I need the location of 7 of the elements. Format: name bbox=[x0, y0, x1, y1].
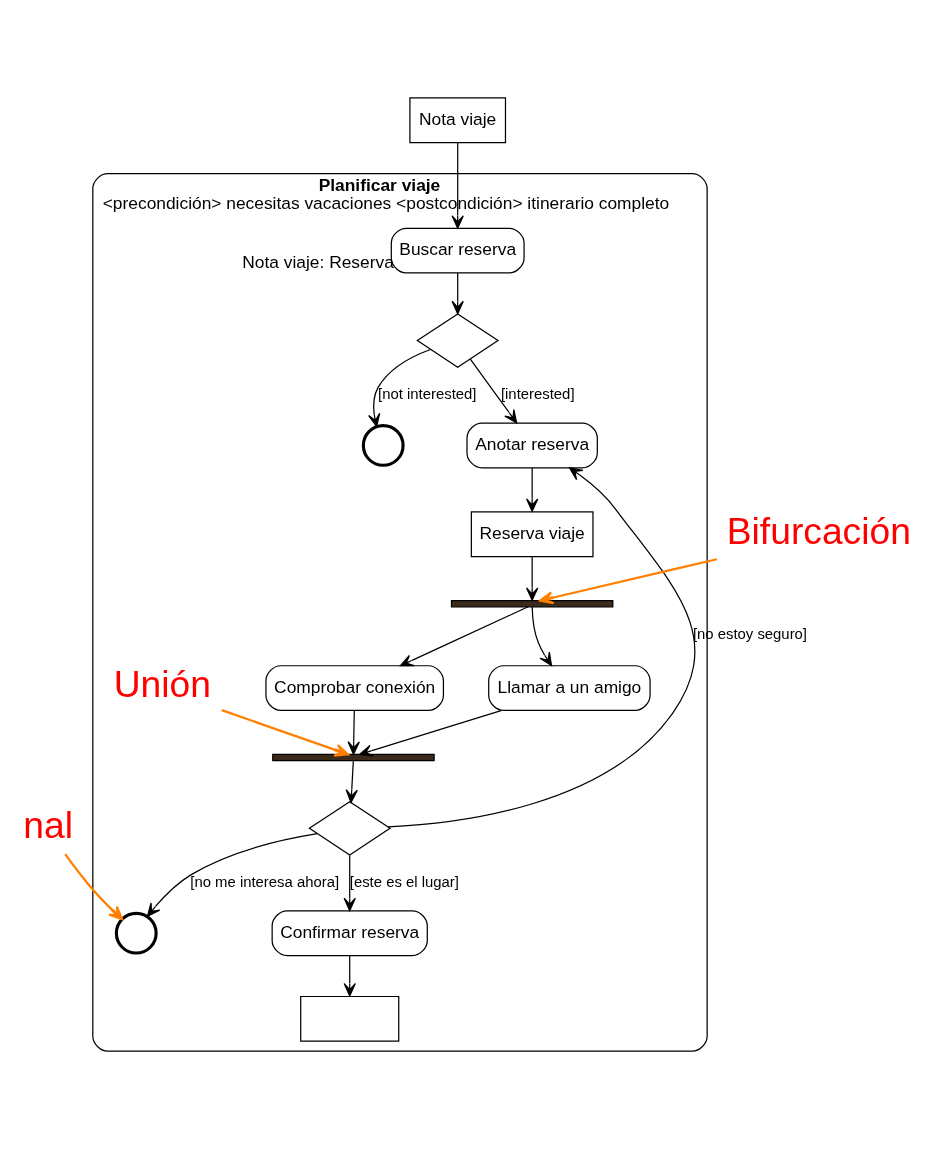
node-text: Unión bbox=[113, 663, 211, 706]
edge-label: [not interested] bbox=[378, 386, 477, 403]
node-text: Bifurcación bbox=[726, 509, 911, 552]
node-text: nal bbox=[23, 803, 73, 846]
edge-label: [no me interesa ahora] bbox=[190, 873, 340, 890]
edge-label: [este es el lugar] bbox=[349, 873, 459, 890]
edge-label: [interested] bbox=[500, 386, 575, 403]
